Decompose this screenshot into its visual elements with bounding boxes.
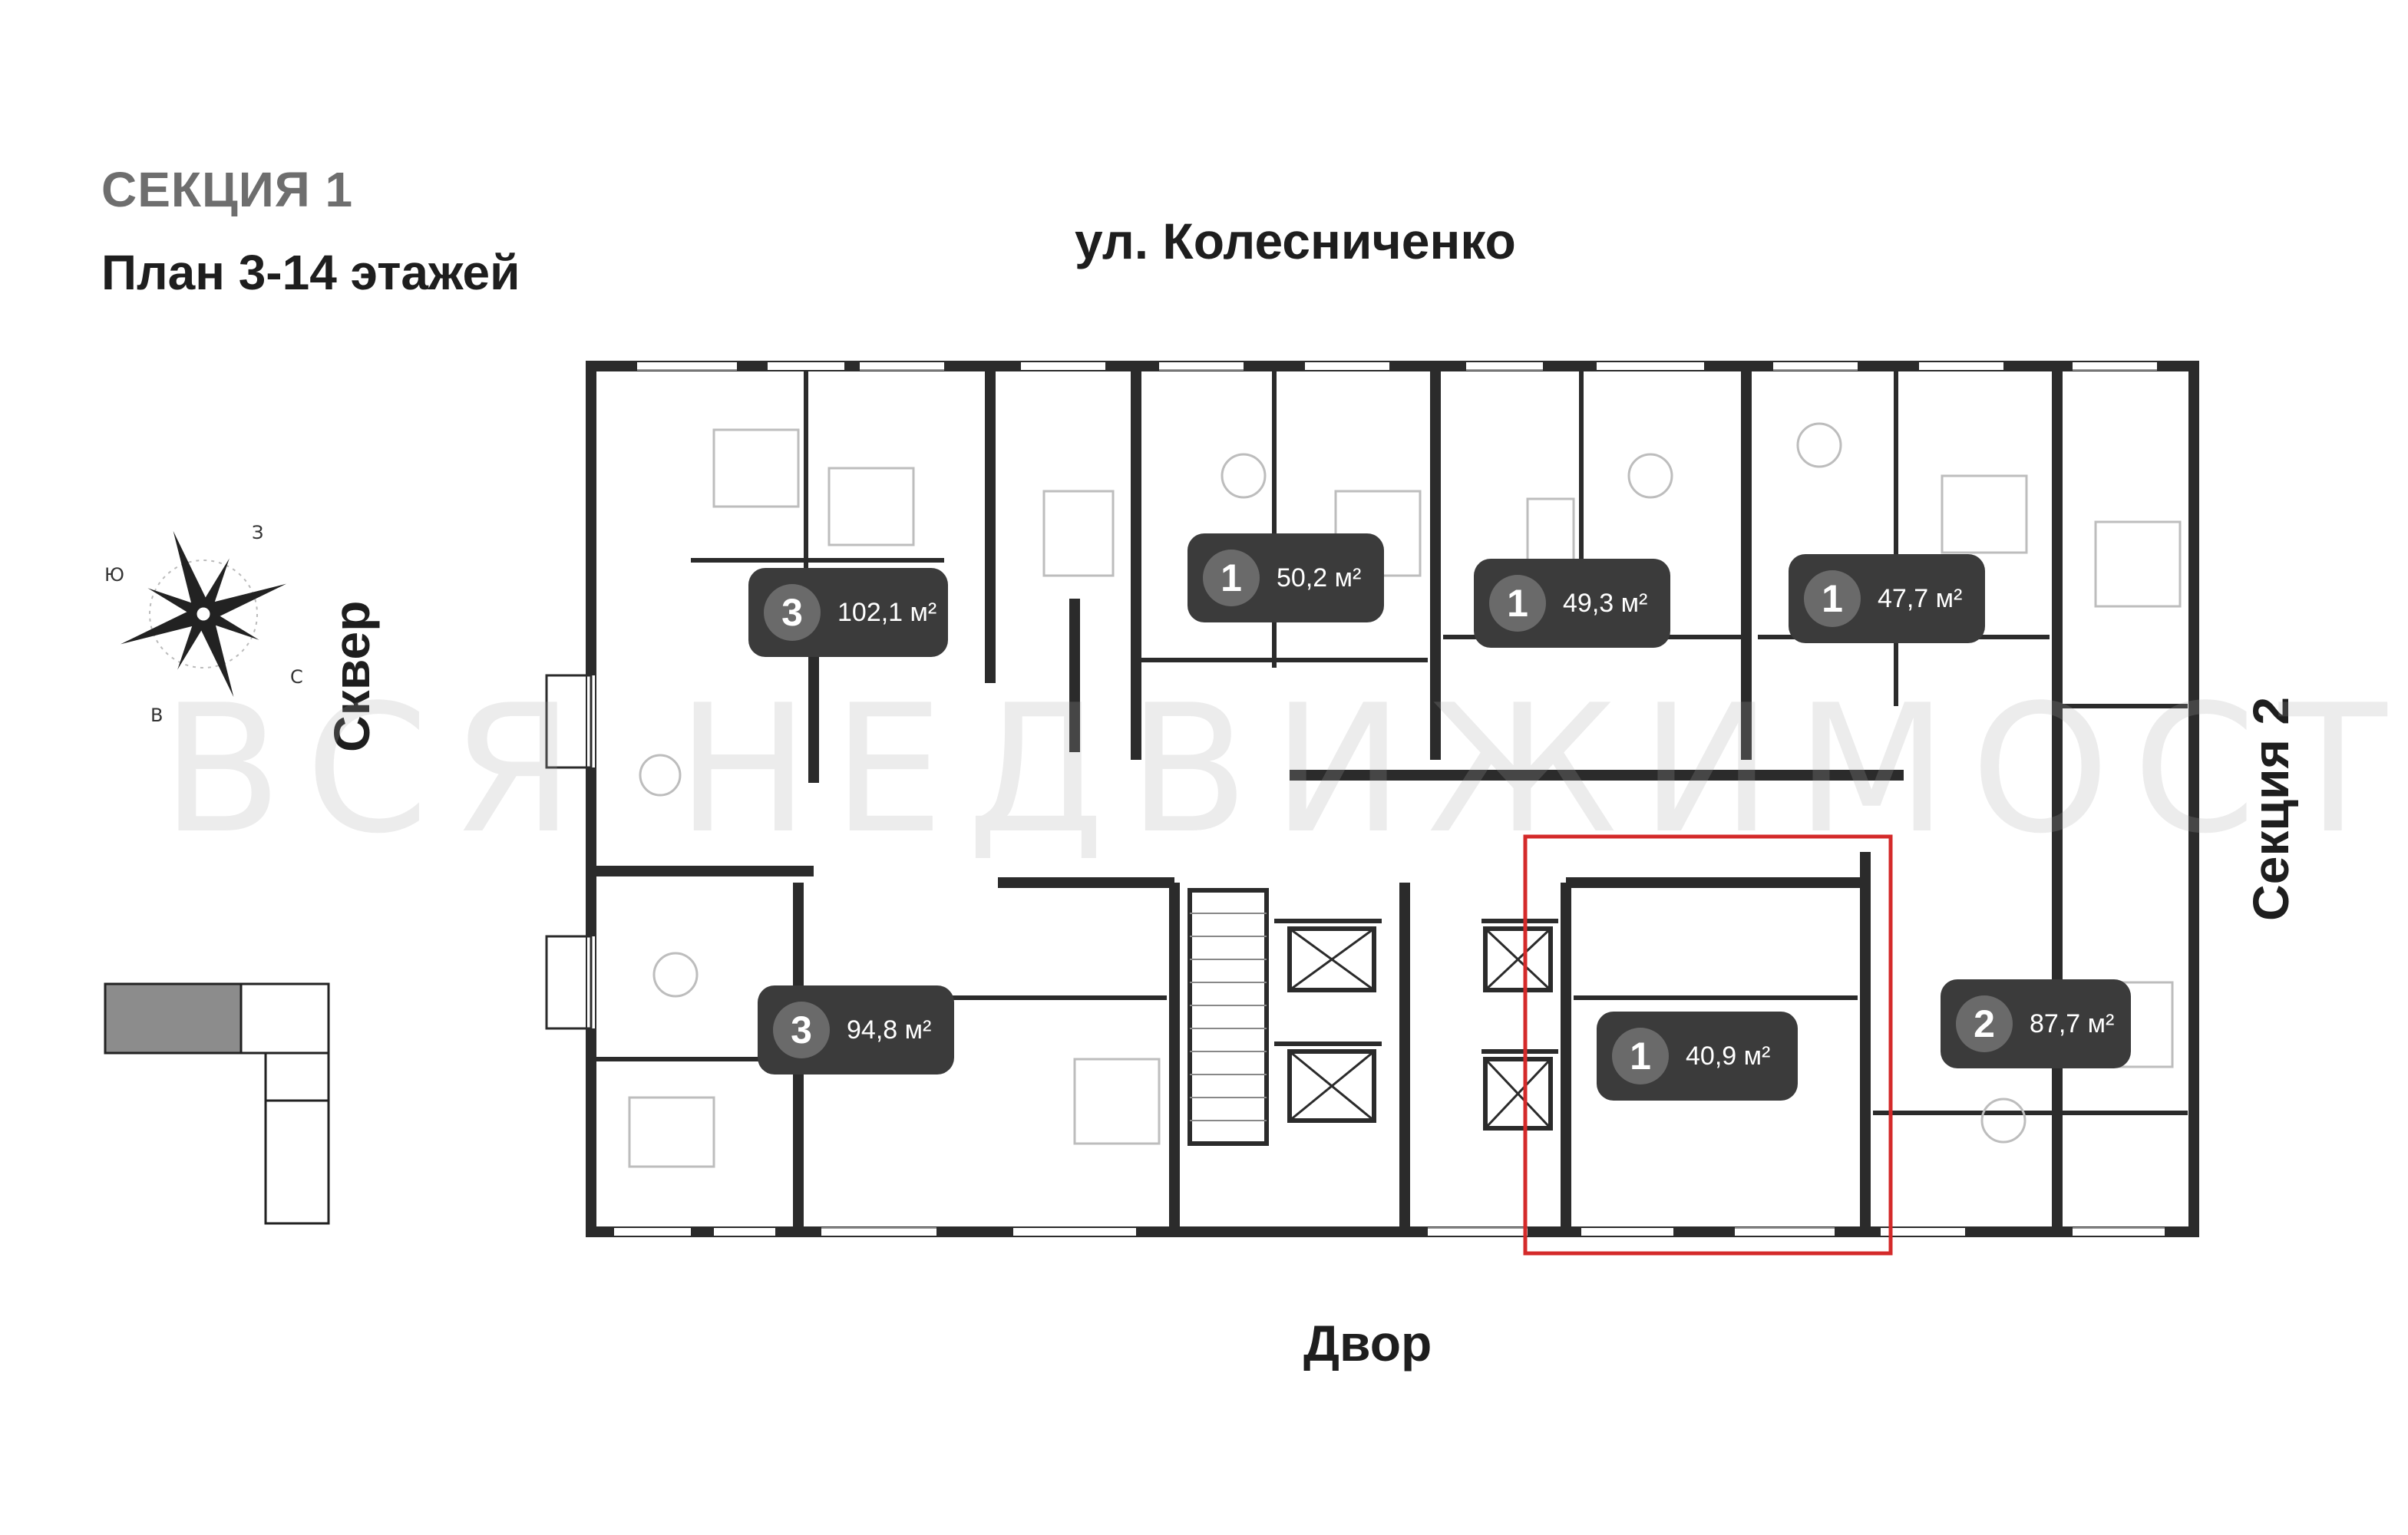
room-count: 1 [1203,550,1260,606]
street-label: ул. Колесниченко [1075,213,1516,269]
room-count: 3 [773,1002,830,1058]
apartment-area: 102,1 м² [837,597,937,627]
compass-letter-east: В [150,705,164,726]
section-title: СЕКЦИЯ 1 [101,162,354,217]
apartment-area: 50,2 м² [1277,563,1362,593]
apartment-badge[interactable]: 1 49,3 м² [1474,559,1670,648]
compass-letter-south: Ю [104,564,124,586]
room-count: 1 [1804,570,1861,627]
apartment-badge[interactable]: 3 94,8 м² [758,985,954,1074]
apartment-badge[interactable]: 1 47,7 м² [1789,554,1985,643]
apartment-badge[interactable]: 1 50,2 м² [1187,533,1384,622]
room-count: 1 [1489,575,1546,632]
apartment-area: 40,9 м² [1686,1041,1771,1071]
room-count: 2 [1956,995,2013,1052]
compass-letter-west: З [252,522,264,543]
apartment-area: 87,7 м² [2030,1008,2115,1038]
building-walls [545,361,2199,1237]
highlight-frame [1523,834,1893,1256]
room-count: 3 [764,584,821,641]
room-count: 1 [1612,1028,1669,1084]
plan-title: План 3-14 этажей [101,245,520,300]
apartment-badge[interactable]: 3 102,1 м² [748,568,948,657]
yard-label: Двор [1303,1315,1432,1372]
apartment-badge-selected[interactable]: 1 40,9 м² [1597,1012,1798,1101]
compass-letter-north: С [290,666,303,688]
apartment-area: 49,3 м² [1563,588,1648,618]
apartment-badge[interactable]: 2 87,7 м² [1941,979,2131,1068]
apartment-area: 94,8 м² [847,1015,932,1045]
compass-icon [120,530,287,698]
key-plan [104,982,330,1225]
apartment-area: 47,7 м² [1878,583,1963,613]
watermark: ВСЯ НЕДВИЖИМОСТЬ [161,668,2408,873]
